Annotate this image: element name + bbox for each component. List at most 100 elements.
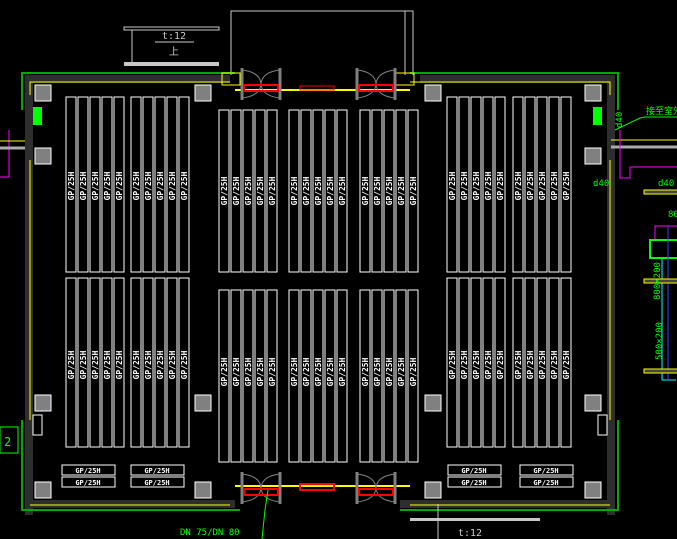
battery-rack — [288, 289, 300, 463]
rack-label: GP/25H — [373, 357, 382, 386]
green-fill — [593, 107, 602, 125]
wall-green — [21, 420, 240, 511]
rack-label: GP/25H — [103, 350, 112, 379]
wall-green — [21, 72, 235, 110]
rack-label: GP/25H — [115, 171, 124, 200]
rack-label: GP/25H — [314, 176, 323, 205]
battery-rack — [446, 96, 458, 273]
wall-green — [410, 72, 619, 110]
rack-label: GP/25H — [268, 357, 277, 386]
battery-rack — [536, 277, 548, 448]
battery-rack — [65, 96, 77, 273]
rack-label: GP/25H — [326, 176, 335, 205]
pipe-size-note: DN 75/DN 80 — [180, 528, 240, 538]
rack-label: GP/25H — [409, 357, 418, 386]
right-annotations: 接至室外管 d40 d40 d40 80 800×200 500×200 — [593, 105, 677, 381]
battery-rack — [482, 96, 494, 273]
rack-label: GP/25H — [168, 350, 177, 379]
rack-label: GP/25H — [562, 171, 571, 200]
wall-yellow-box — [221, 72, 241, 86]
column — [194, 481, 212, 499]
battery-rack — [395, 109, 407, 273]
rack-label: GP/25H — [268, 176, 277, 205]
column — [584, 84, 602, 102]
window — [597, 414, 608, 436]
door-threshold — [358, 84, 394, 92]
wall-yellow — [29, 81, 230, 95]
rack-label: GP/25H — [484, 350, 493, 379]
rack-label: GP/25H — [168, 171, 177, 200]
wall-segment — [400, 500, 615, 508]
rack-label: GP/25H — [180, 171, 189, 200]
rack-label: GP/25H — [144, 350, 153, 379]
rack-label: GP/25H — [385, 357, 394, 386]
rack-label: GP/25H — [132, 171, 141, 200]
rack-label: GP/25H — [232, 176, 241, 205]
cabinet-label: GP/25H — [461, 467, 486, 475]
rack-label: GP/25H — [484, 171, 493, 200]
battery-rack — [482, 277, 494, 448]
battery-rack — [230, 289, 242, 463]
battery-rack — [548, 277, 560, 448]
d40-label-b: d40 — [593, 179, 609, 189]
rack-label: GP/25H — [290, 357, 299, 386]
rack-label: GP/25H — [496, 171, 505, 200]
rack-label: GP/25H — [526, 350, 535, 379]
rack-label: GP/25H — [79, 171, 88, 200]
battery-rack — [218, 289, 230, 463]
rack-label: GP/25H — [180, 350, 189, 379]
column — [424, 481, 442, 499]
battery-rack — [524, 277, 536, 448]
direction-label: 上 — [169, 46, 179, 58]
rack-label: GP/25H — [290, 176, 299, 205]
doors — [240, 68, 397, 504]
rack-label: GP/25H — [220, 357, 229, 386]
battery-rack — [359, 109, 371, 273]
slope-value-bottom: t:12 — [458, 528, 482, 539]
battery-rack — [288, 109, 300, 273]
battery-rack — [77, 277, 89, 448]
column — [194, 84, 212, 102]
cabinet-label: GP/25H — [75, 479, 100, 487]
column — [34, 147, 52, 165]
door-threshold — [243, 488, 279, 496]
cabinet — [447, 476, 502, 488]
battery-rack — [458, 277, 470, 448]
cabinet — [130, 476, 185, 488]
battery-rack — [324, 289, 336, 463]
battery-rack — [359, 289, 371, 463]
battery-rack — [336, 109, 348, 273]
wall-segment — [25, 75, 230, 83]
battery-rack — [101, 96, 113, 273]
battery-rack — [371, 289, 383, 463]
rack-label: GP/25H — [448, 171, 457, 200]
battery-rack — [300, 289, 312, 463]
rack-label: GP/25H — [132, 350, 141, 379]
d40-label-c: d40 — [658, 179, 674, 189]
cabinet — [519, 464, 574, 476]
battery-rack — [166, 96, 178, 273]
rack-label: GP/25H — [373, 176, 382, 205]
rack-label: GP/25H — [103, 171, 112, 200]
battery-rack — [560, 277, 572, 448]
rack-label: GP/25H — [256, 357, 265, 386]
cabinet-label: GP/25H — [144, 467, 169, 475]
rack-label: GP/25H — [514, 171, 523, 200]
cabinet — [447, 464, 502, 476]
dim-80: 80 — [668, 210, 677, 220]
building-walls — [21, 72, 619, 515]
column — [584, 394, 602, 412]
door-threshold — [358, 488, 394, 496]
grid-label-2: 2 — [4, 435, 11, 449]
rack-label: GP/25H — [338, 176, 347, 205]
battery-rack — [130, 96, 142, 273]
left-annotations: 2 — [0, 130, 25, 454]
battery-rack — [470, 277, 482, 448]
rack-label: GP/25H — [244, 176, 253, 205]
column — [584, 481, 602, 499]
battery-rack — [218, 109, 230, 273]
wall-segment — [25, 500, 235, 508]
battery-rack — [154, 96, 166, 273]
battery-rack — [458, 96, 470, 273]
